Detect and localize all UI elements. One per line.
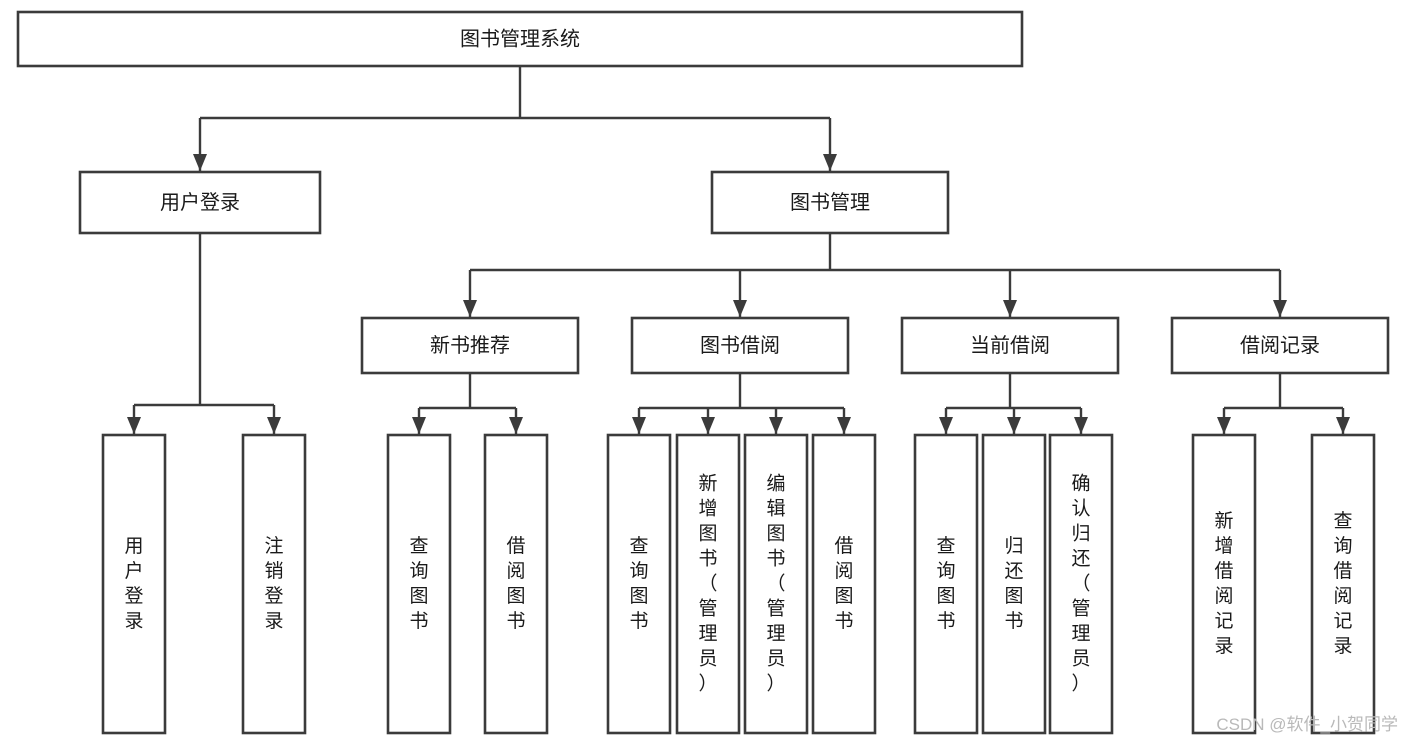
node-label-book-borrow: 图书借阅	[700, 334, 780, 357]
arrow-head-icon	[267, 417, 281, 434]
node-label-leaf-query-book-borrow: 查询图书	[629, 535, 648, 632]
node-box-leaf-user-login	[101, 433, 167, 735]
arrow-head-icon	[939, 417, 953, 434]
node-label-user-login: 用户登录	[160, 191, 240, 214]
node-box-book-management	[710, 170, 950, 235]
connector-conn-records-bus	[1217, 373, 1350, 434]
arrow-head-icon	[837, 417, 851, 434]
node-label-leaf-add-borrow-record: 新增借阅记录	[1214, 510, 1233, 657]
arrow-head-icon	[769, 417, 783, 434]
node-new-book-recommend[interactable]: 新书推荐	[360, 316, 580, 375]
node-leaf-user-login[interactable]: 用户登录	[101, 433, 167, 735]
node-book-management[interactable]: 图书管理	[710, 170, 950, 235]
node-leaf-logout-login[interactable]: 注销登录	[241, 433, 307, 735]
node-leaf-borrow-book[interactable]: 借阅图书	[811, 433, 877, 735]
node-leaf-return-book[interactable]: 归还图书	[981, 433, 1047, 735]
node-user-login[interactable]: 用户登录	[78, 170, 322, 235]
connector-conn-root-bus	[193, 66, 837, 171]
arrow-head-icon	[701, 417, 715, 434]
node-label-new-book-recommend: 新书推荐	[430, 334, 510, 357]
arrow-head-icon	[823, 154, 837, 171]
node-box-leaf-borrow-book	[811, 433, 877, 735]
connector-conn-bookmgmt-bus	[463, 233, 1287, 317]
node-box-leaf-confirm-return	[1048, 433, 1114, 735]
node-leaf-query-borrow-record[interactable]: 查询借阅记录	[1310, 433, 1376, 735]
node-box-leaf-add-book	[675, 433, 741, 735]
node-box-root	[16, 10, 1024, 68]
arrow-head-icon	[632, 417, 646, 434]
node-box-leaf-return-book	[981, 433, 1047, 735]
arrow-head-icon	[509, 417, 523, 434]
connectors-layer	[127, 66, 1350, 434]
arrow-head-icon	[193, 154, 207, 171]
node-label-current-borrow: 当前借阅	[970, 334, 1050, 357]
node-label-leaf-user-login: 用户登录	[124, 536, 143, 632]
csdn-watermark: CSDN @软件_小贺同学	[1216, 715, 1398, 734]
node-root[interactable]: 图书管理系统	[16, 10, 1024, 68]
arrow-head-icon	[412, 417, 426, 434]
arrow-head-icon	[1336, 417, 1350, 434]
node-leaf-confirm-return[interactable]: 确认归还（管理员）	[1048, 433, 1114, 735]
node-box-leaf-edit-book	[743, 433, 809, 735]
node-leaf-query-book-current[interactable]: 查询图书	[913, 433, 979, 735]
node-book-borrow[interactable]: 图书借阅	[630, 316, 850, 375]
arrow-head-icon	[1003, 300, 1017, 317]
node-box-user-login	[78, 170, 322, 235]
node-box-leaf-borrow-book-recommend	[483, 433, 549, 735]
node-box-leaf-query-book-current	[913, 433, 979, 735]
node-leaf-add-borrow-record[interactable]: 新增借阅记录	[1191, 433, 1257, 735]
node-box-leaf-query-borrow-record	[1310, 433, 1376, 735]
node-label-leaf-add-book: 新增图书（管理员）	[698, 473, 717, 695]
node-box-leaf-query-book-borrow	[606, 433, 672, 735]
node-label-leaf-logout-login: 注销登录	[264, 535, 283, 632]
node-label-leaf-confirm-return: 确认归还（管理员）	[1071, 473, 1090, 695]
node-box-leaf-logout-login	[241, 433, 307, 735]
nodes-layer: 图书管理系统用户登录图书管理新书推荐图书借阅当前借阅借阅记录用户登录注销登录查询…	[16, 10, 1390, 735]
node-label-leaf-return-book: 归还图书	[1004, 535, 1023, 632]
node-label-leaf-query-book-recommend: 查询图书	[409, 535, 428, 632]
node-current-borrow[interactable]: 当前借阅	[900, 316, 1120, 375]
node-box-leaf-add-borrow-record	[1191, 433, 1257, 735]
node-box-book-borrow	[630, 316, 850, 375]
node-label-leaf-query-borrow-record: 查询借阅记录	[1333, 510, 1352, 657]
node-borrow-records[interactable]: 借阅记录	[1170, 316, 1390, 375]
node-leaf-borrow-book-recommend[interactable]: 借阅图书	[483, 433, 549, 735]
connector-conn-current-bus	[939, 373, 1088, 434]
node-leaf-edit-book[interactable]: 编辑图书（管理员）	[743, 433, 809, 735]
node-label-leaf-edit-book: 编辑图书（管理员）	[766, 473, 785, 695]
node-label-borrow-records: 借阅记录	[1240, 334, 1320, 357]
connector-conn-userlogin-bus	[127, 233, 281, 434]
arrow-head-icon	[1273, 300, 1287, 317]
node-box-borrow-records	[1170, 316, 1390, 375]
connector-conn-recommend-bus	[412, 373, 523, 434]
arrow-head-icon	[127, 417, 141, 434]
node-leaf-add-book[interactable]: 新增图书（管理员）	[675, 433, 741, 735]
node-box-leaf-query-book-recommend	[386, 433, 452, 735]
node-label-leaf-borrow-book-recommend: 借阅图书	[506, 535, 525, 632]
connector-conn-borrow-bus	[632, 373, 851, 434]
node-box-current-borrow	[900, 316, 1120, 375]
watermark-layer: CSDN @软件_小贺同学	[1216, 715, 1398, 734]
node-leaf-query-book-recommend[interactable]: 查询图书	[386, 433, 452, 735]
node-leaf-query-book-borrow[interactable]: 查询图书	[606, 433, 672, 735]
arrow-head-icon	[463, 300, 477, 317]
arrow-head-icon	[733, 300, 747, 317]
arrow-head-icon	[1007, 417, 1021, 434]
node-box-new-book-recommend	[360, 316, 580, 375]
node-label-book-management: 图书管理	[790, 191, 870, 214]
arrow-head-icon	[1217, 417, 1231, 434]
arrow-head-icon	[1074, 417, 1088, 434]
node-label-root: 图书管理系统	[460, 27, 580, 50]
node-label-leaf-borrow-book: 借阅图书	[834, 535, 853, 632]
node-label-leaf-query-book-current: 查询图书	[936, 535, 955, 632]
